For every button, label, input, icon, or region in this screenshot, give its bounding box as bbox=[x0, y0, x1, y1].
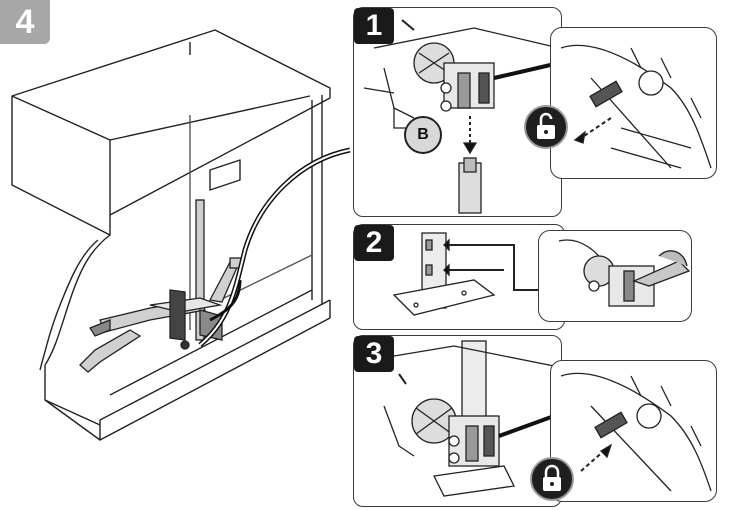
step-1-detail bbox=[550, 27, 717, 179]
lock-icon bbox=[530, 457, 574, 501]
step-2-number: 2 bbox=[354, 225, 394, 261]
part-b-label: B bbox=[404, 116, 442, 154]
step-2-detail bbox=[538, 230, 692, 322]
step-3-panel: 3 bbox=[353, 335, 562, 507]
step-2-panel: 2 bbox=[353, 224, 565, 330]
main-step-number: 4 bbox=[15, 3, 35, 41]
step-3-number: 3 bbox=[354, 336, 394, 372]
step-3-detail bbox=[550, 360, 717, 502]
step-1-number: 1 bbox=[354, 8, 394, 44]
main-step-badge: 4 bbox=[0, 0, 50, 44]
unlock-icon bbox=[524, 105, 568, 149]
step-1-panel: 1 B bbox=[353, 7, 562, 217]
